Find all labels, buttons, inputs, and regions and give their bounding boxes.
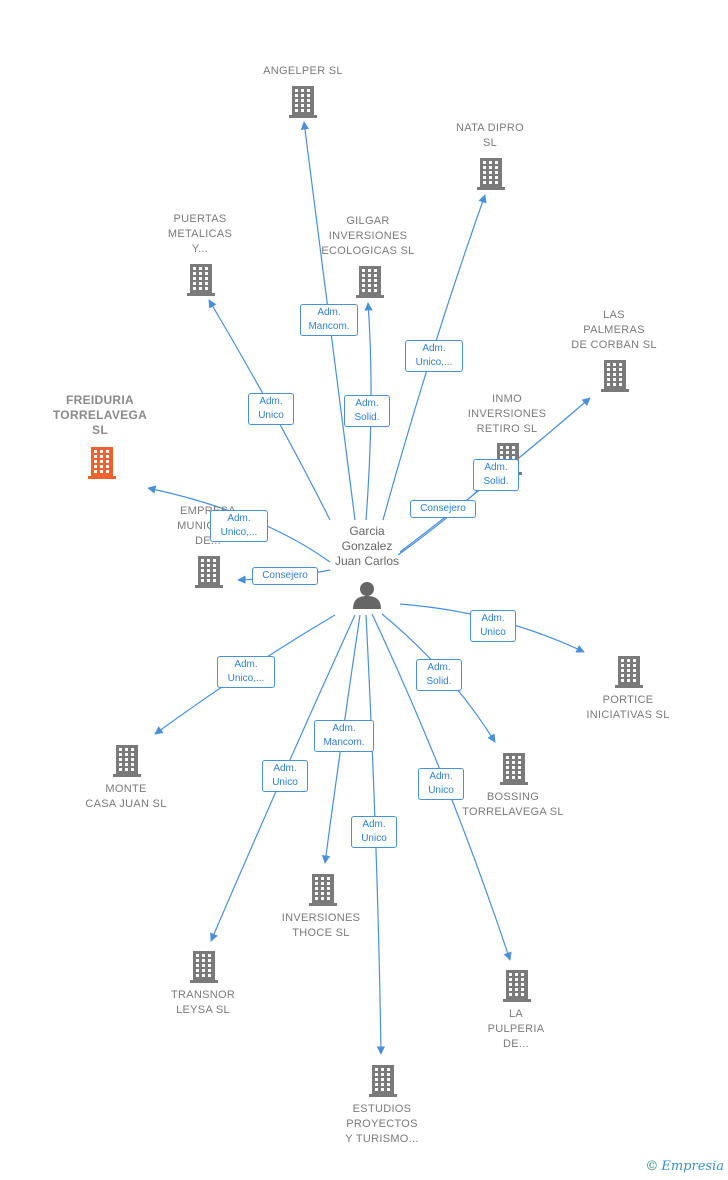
building-icon[interactable]	[614, 654, 644, 693]
edge-label-angelper[interactable]: Adm. Mancom.	[300, 304, 358, 336]
company-label-portice[interactable]: PORTICE INICIATIVAS SL	[586, 694, 670, 721]
building-icon[interactable]	[355, 264, 385, 303]
company-label-monte[interactable]: MONTE CASA JUAN SL	[85, 783, 167, 810]
edge-label-gilgar[interactable]: Adm. Solid.	[344, 395, 390, 427]
company-label-las-palmeras[interactable]: LAS PALMERAS DE CORBAN SL	[571, 309, 657, 351]
building-icon[interactable]	[476, 156, 506, 195]
building-icon[interactable]	[499, 751, 529, 790]
edge-label-inversiones-thoce[interactable]: Adm. Mancom.	[314, 720, 374, 752]
edge-label-freiduria[interactable]: Adm. Unico,...	[210, 510, 268, 542]
edge-label-inmo[interactable]: Adm. Solid.	[473, 459, 519, 491]
edge-label-empresa[interactable]: Consejero	[252, 567, 318, 585]
building-icon[interactable]	[600, 358, 630, 397]
building-icon[interactable]	[194, 554, 224, 593]
building-icon[interactable]	[308, 872, 338, 911]
edge-label-transnor[interactable]: Adm. Unico	[262, 760, 308, 792]
building-icon[interactable]	[288, 84, 318, 123]
company-label-inversiones-thoce[interactable]: INVERSIONES THOCE SL	[281, 912, 361, 939]
company-label-transnor[interactable]: TRANSNOR LEYSA SL	[170, 989, 236, 1016]
edge-label-monte[interactable]: Adm. Unico,...	[217, 656, 275, 688]
company-label-gilgar[interactable]: GILGAR INVERSIONES ECOLOGICAS SL	[321, 215, 415, 257]
person-icon[interactable]	[351, 580, 383, 610]
building-icon[interactable]	[368, 1063, 398, 1102]
company-label-la-pulperia[interactable]: LA PULPERIA DE...	[487, 1008, 545, 1050]
company-label-puertas[interactable]: PUERTAS METALICAS Y...	[167, 213, 233, 255]
building-icon[interactable]	[112, 743, 142, 782]
center-person-name[interactable]: Garcia Gonzalez Juan Carlos	[334, 524, 400, 568]
edge-label-nata-dipro[interactable]: Adm. Unico,...	[405, 340, 463, 372]
building-icon[interactable]	[189, 949, 219, 988]
building-icon[interactable]	[186, 262, 216, 301]
brand-logo: ©Empresia	[645, 1159, 724, 1174]
edge-label-estudios[interactable]: Adm. Unico	[351, 816, 397, 848]
company-label-bossing[interactable]: BOSSING TORRELAVEGA SL	[462, 791, 564, 818]
edge-label-portice[interactable]: Adm. Unico	[470, 610, 516, 642]
company-label-angelper[interactable]: ANGELPER SL	[263, 65, 343, 77]
edge-label-las-palmeras[interactable]: Consejero	[410, 500, 476, 518]
building-icon[interactable]	[502, 968, 532, 1007]
building-icon[interactable]	[87, 445, 117, 484]
company-label-inmo[interactable]: INMO INVERSIONES RETIRO SL	[467, 393, 547, 435]
edge-label-bossing[interactable]: Adm. Solid.	[416, 659, 462, 691]
company-label-nata-dipro[interactable]: NATA DIPRO SL	[456, 122, 524, 149]
company-label-freiduria[interactable]: FREIDURIA TORRELAVEGA SL	[52, 393, 148, 437]
edge-label-puertas[interactable]: Adm. Unico	[248, 393, 294, 425]
copyright-symbol: ©	[645, 1159, 659, 1174]
brand-name: Empresia	[661, 1159, 724, 1174]
edge-label-la-pulperia[interactable]: Adm. Unico	[418, 768, 464, 800]
company-label-estudios[interactable]: ESTUDIOS PROYECTOS Y TURISMO...	[345, 1103, 419, 1145]
